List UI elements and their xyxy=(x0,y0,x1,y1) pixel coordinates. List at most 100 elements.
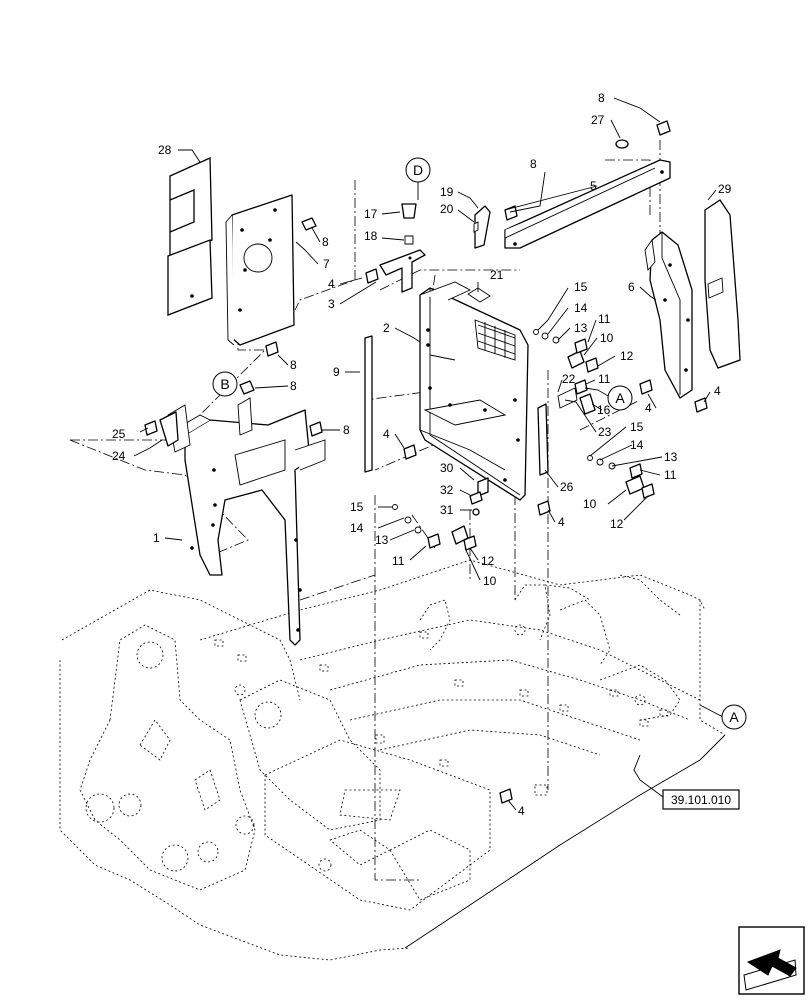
callout-15: 15 xyxy=(630,420,644,434)
top-rail-part-5 xyxy=(504,159,671,249)
nut-part-18 xyxy=(404,235,414,245)
seal-part-29 xyxy=(704,199,741,369)
cap-part-27 xyxy=(615,139,629,149)
callout-9: 9 xyxy=(333,365,340,379)
washer-13a-icon xyxy=(552,336,560,344)
bolt-11a-icon xyxy=(574,338,588,354)
clip-part-21 xyxy=(467,287,491,303)
callout-27: 27 xyxy=(591,113,605,127)
callout-15: 15 xyxy=(574,280,588,294)
callout-20: 20 xyxy=(440,202,454,216)
nut-part-31 xyxy=(472,508,480,516)
reference-box-label[interactable]: 39.101.010 xyxy=(671,793,731,807)
callout-3: 3 xyxy=(328,297,335,311)
bolt-11d-icon xyxy=(427,533,441,549)
callout-4: 4 xyxy=(714,384,721,398)
callout-26: 26 xyxy=(560,480,574,494)
bumper-part-17 xyxy=(401,203,417,219)
bracket-part-24 xyxy=(159,411,179,447)
washer-13c-icon xyxy=(414,526,422,534)
vent-grid xyxy=(477,322,516,358)
callout-15: 15 xyxy=(350,500,364,514)
callout-14: 14 xyxy=(350,521,364,535)
washer-14b-icon xyxy=(596,458,604,466)
callout-8: 8 xyxy=(290,379,297,393)
bolt-4b-icon xyxy=(403,444,417,460)
reference-box[interactable]: 39.101.010 xyxy=(662,789,740,810)
washer-15c-icon xyxy=(392,504,398,510)
callout-16: 16 xyxy=(597,403,611,417)
view-marker-b: B xyxy=(212,371,238,397)
bolt-8f-icon xyxy=(656,120,671,136)
callout-12: 12 xyxy=(610,517,624,531)
latch-part-19 xyxy=(473,205,491,249)
callout-30: 30 xyxy=(440,461,454,475)
side-panel-part-7 xyxy=(225,194,295,346)
catch-part-12b-icon xyxy=(641,483,655,499)
catch-part-12a-icon xyxy=(585,357,599,373)
bolt-4c-icon xyxy=(537,500,551,516)
bolt-8c-icon xyxy=(239,380,255,395)
callout-29: 29 xyxy=(718,182,732,196)
callout-8: 8 xyxy=(530,157,537,171)
pillar-part-6 xyxy=(644,231,693,399)
strip-part-26 xyxy=(537,403,549,476)
callout-5: 5 xyxy=(590,179,597,193)
callout-8: 8 xyxy=(343,423,350,437)
callout-18: 18 xyxy=(364,229,378,243)
washer-part-32 xyxy=(469,491,483,505)
washer-15a-icon xyxy=(533,329,539,335)
bolt-4d-icon xyxy=(639,379,653,395)
bracket-part-3 xyxy=(379,203,426,293)
side-cover-part-1 xyxy=(167,397,326,646)
callout-1: 1 xyxy=(153,531,160,545)
washer-14a-icon xyxy=(541,332,549,340)
callout-10: 10 xyxy=(483,574,497,588)
callout-11: 11 xyxy=(664,468,677,482)
callout-23: 23 xyxy=(598,425,612,439)
callout-12: 12 xyxy=(481,554,495,568)
view-marker-a-lower-label: A xyxy=(729,709,739,725)
washer-14c-icon xyxy=(404,516,412,524)
callout-22: 22 xyxy=(562,372,576,386)
callout-4: 4 xyxy=(558,515,565,529)
view-marker-d-label: D xyxy=(413,162,423,178)
seal-part-28-lower xyxy=(167,239,213,316)
callout-4: 4 xyxy=(645,401,652,415)
callout-13: 13 xyxy=(664,450,678,464)
callout-8: 8 xyxy=(598,91,605,105)
callout-19: 19 xyxy=(440,185,454,199)
lever-part-16-icon xyxy=(579,393,596,415)
main-panel-part-2 xyxy=(419,281,529,501)
arrow-icon[interactable] xyxy=(738,926,805,995)
alignment-lines xyxy=(69,140,661,881)
view-marker-a-upper-label: A xyxy=(615,390,625,406)
strip-part-9 xyxy=(364,335,373,473)
view-marker-d: D xyxy=(405,157,431,200)
bolt-8a-icon xyxy=(301,217,317,231)
callout-4: 4 xyxy=(518,804,525,818)
screw-part-20 xyxy=(473,221,479,233)
callout-8: 8 xyxy=(290,358,297,372)
bolt-11b-icon xyxy=(629,463,643,479)
callout-10: 10 xyxy=(583,497,597,511)
callout-8: 8 xyxy=(322,235,329,249)
callout-labels: 28 7 8 8 8 8 8 8 25 24 1 17 18 4 3 19 20… xyxy=(112,91,732,818)
bracket-part-10b-icon xyxy=(625,475,645,495)
callout-11: 11 xyxy=(598,312,611,326)
callout-17: 17 xyxy=(364,207,378,221)
callout-7: 7 xyxy=(323,257,330,271)
chassis-frame xyxy=(59,559,726,961)
view-marker-a-lower: A xyxy=(721,704,747,730)
hardware xyxy=(144,120,708,804)
washer-15b-icon xyxy=(587,455,593,461)
callout-13: 13 xyxy=(375,533,389,547)
callout-2: 2 xyxy=(383,321,390,335)
bolt-25-icon xyxy=(144,420,158,436)
callout-21: 21 xyxy=(490,268,504,282)
view-marker-b-label: B xyxy=(220,376,229,392)
callout-25: 25 xyxy=(112,427,126,441)
spacer-part-22 xyxy=(557,387,578,409)
